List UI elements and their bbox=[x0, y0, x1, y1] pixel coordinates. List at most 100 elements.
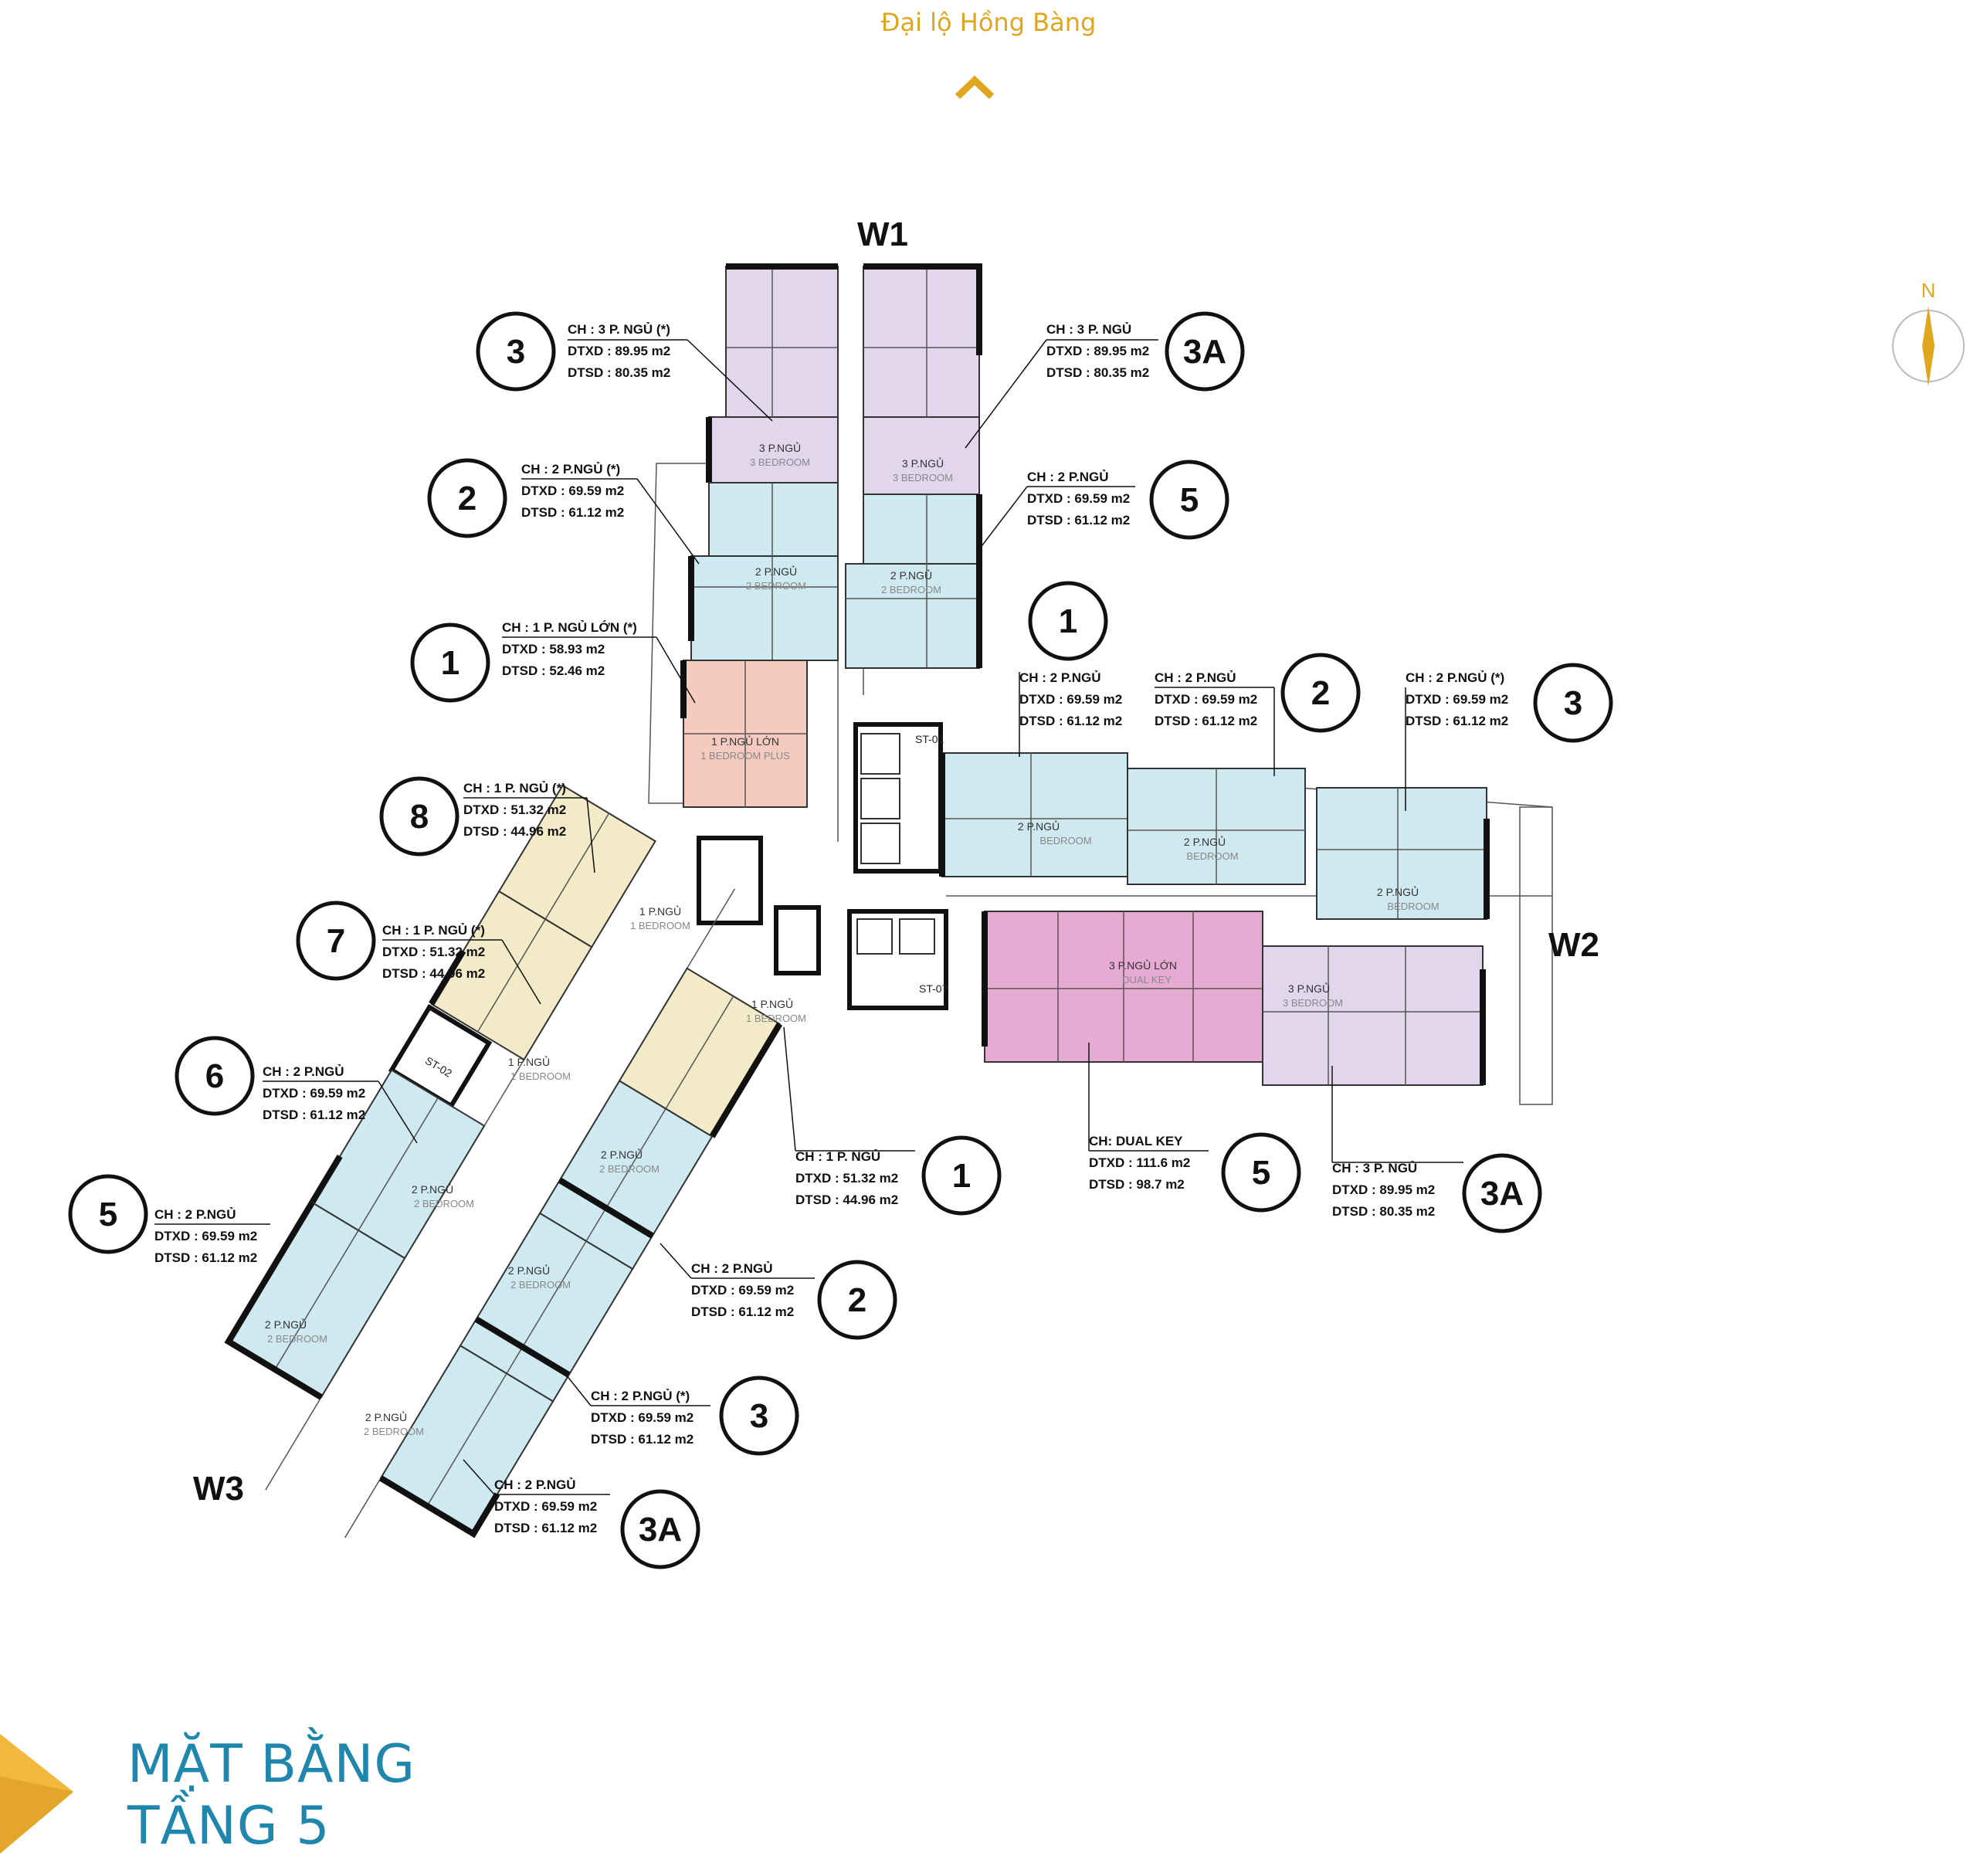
svg-text:DTSD : 61.12 m2: DTSD : 61.12 m2 bbox=[591, 1432, 693, 1447]
svg-text:2 BEDROOM: 2 BEDROOM bbox=[364, 1426, 424, 1437]
unit-w1-1[interactable] bbox=[680, 660, 808, 808]
title-line-2: TẦNG 5 bbox=[127, 1796, 331, 1857]
unit-w1-3a[interactable] bbox=[863, 263, 982, 495]
unit-w2-3a[interactable] bbox=[1262, 945, 1486, 1086]
svg-text:DTXD : 89.95 m2: DTXD : 89.95 m2 bbox=[1332, 1182, 1435, 1197]
svg-text:DTXD : 69.59 m2: DTXD : 69.59 m2 bbox=[521, 483, 624, 498]
svg-text:CH : 2 P.NGỦ: CH : 2 P.NGỦ bbox=[1019, 670, 1101, 685]
svg-text:2 P.NGỦ: 2 P.NGỦ bbox=[412, 1182, 453, 1196]
svg-text:DTSD : 52.46 m2: DTSD : 52.46 m2 bbox=[502, 663, 605, 678]
svg-text:DTXD : 51.32 m2: DTXD : 51.32 m2 bbox=[463, 802, 566, 817]
svg-text:3: 3 bbox=[507, 333, 525, 371]
svg-text:3A: 3A bbox=[1183, 333, 1226, 371]
svg-text:DTXD : 58.93 m2: DTXD : 58.93 m2 bbox=[502, 642, 605, 656]
core-p5-p6 bbox=[697, 836, 821, 975]
unit-w3-3a[interactable] bbox=[378, 1344, 554, 1538]
badge-w3-2: 2 bbox=[817, 1260, 897, 1340]
svg-text:CH: DUAL KEY: CH: DUAL KEY bbox=[1089, 1134, 1183, 1148]
unit-w2-5[interactable] bbox=[982, 911, 1263, 1063]
svg-text:DTXD : 69.59 m2: DTXD : 69.59 m2 bbox=[1155, 692, 1257, 707]
badge-w2-2: 2 bbox=[1280, 653, 1361, 733]
badge-w3-1: 1 bbox=[921, 1135, 1002, 1216]
svg-text:CH : 1 P. NGỦ: CH : 1 P. NGỦ bbox=[795, 1149, 880, 1164]
svg-text:2 P.NGỦ: 2 P.NGỦ bbox=[508, 1264, 550, 1277]
svg-text:2 BEDROOM: 2 BEDROOM bbox=[599, 1163, 660, 1175]
svg-text:DTSD : 44.96 m2: DTSD : 44.96 m2 bbox=[463, 824, 566, 839]
unit-w2-3[interactable] bbox=[1316, 787, 1490, 920]
svg-text:3 BEDROOM: 3 BEDROOM bbox=[750, 456, 810, 468]
core-st01-label: ST-01 bbox=[915, 733, 944, 745]
unit-info: CH : 3 P. NGỦ (*) DTXD : 89.95 m2 DTSD : 8… bbox=[154, 322, 1508, 1535]
unit-w1-2[interactable] bbox=[688, 482, 839, 661]
svg-text:CH : 2 P.NGỦ (*): CH : 2 P.NGỦ (*) bbox=[591, 1389, 690, 1403]
unit-badges: 3 3A 2 5 1 1 2 3 8 7 6 5 1 2 3 3A 5 3A bbox=[68, 311, 1613, 1569]
info-w1-1: CH : 1 P. NGỦ LỚN (*) DTXD : 58.93 m2 DTSD… bbox=[502, 620, 637, 678]
svg-text:3 P.NGỦ LỚN: 3 P.NGỦ LỚN bbox=[1109, 958, 1177, 972]
unit-w2-1[interactable] bbox=[939, 752, 1128, 877]
info-w2-1: CH : 2 P.NGỦ DTXD : 69.59 m2 DTSD : 61.12 … bbox=[1019, 670, 1122, 728]
svg-text:CH : 2 P.NGỦ (*): CH : 2 P.NGỦ (*) bbox=[1406, 670, 1504, 685]
core-st07: ST-07 bbox=[847, 909, 948, 1010]
svg-text:CH : 1 P. NGỦ LỚN (*): CH : 1 P. NGỦ LỚN (*) bbox=[502, 620, 637, 635]
badge-w1-3a: 3A bbox=[1165, 311, 1245, 392]
unit-w3-5[interactable] bbox=[224, 1200, 406, 1400]
svg-text:DTXD : 89.95 m2: DTXD : 89.95 m2 bbox=[568, 344, 670, 358]
compass-icon: N bbox=[1892, 279, 1965, 386]
svg-text:1: 1 bbox=[1059, 602, 1077, 640]
unit-w1-5[interactable] bbox=[845, 494, 982, 669]
svg-text:5: 5 bbox=[1180, 481, 1199, 519]
badge-w1-1: 1 bbox=[410, 623, 490, 703]
svg-text:2: 2 bbox=[848, 1281, 866, 1319]
svg-text:2 P.NGỦ: 2 P.NGỦ bbox=[1018, 819, 1060, 833]
svg-text:DTSD : 80.35 m2: DTSD : 80.35 m2 bbox=[568, 365, 670, 380]
svg-text:CH : 2 P.NGỦ: CH : 2 P.NGỦ bbox=[263, 1064, 344, 1079]
badge-w3-3a: 3A bbox=[620, 1489, 700, 1569]
svg-text:CH : 2 P.NGỦ: CH : 2 P.NGỦ bbox=[154, 1207, 236, 1222]
svg-text:1 BEDROOM: 1 BEDROOM bbox=[510, 1070, 571, 1082]
svg-text:DTSD : 61.12 m2: DTSD : 61.12 m2 bbox=[521, 505, 624, 520]
badge-w2-5: 5 bbox=[1221, 1132, 1301, 1213]
svg-text:DTSD : 80.35 m2: DTSD : 80.35 m2 bbox=[1332, 1204, 1435, 1219]
svg-text:DTXD : 69.59 m2: DTXD : 69.59 m2 bbox=[154, 1229, 257, 1243]
svg-text:5: 5 bbox=[99, 1196, 117, 1233]
svg-text:DTXD : 69.59 m2: DTXD : 69.59 m2 bbox=[1019, 692, 1122, 707]
svg-text:DTXD : 51.32 m2: DTXD : 51.32 m2 bbox=[382, 945, 485, 959]
svg-text:DTSD : 61.12 m2: DTSD : 61.12 m2 bbox=[1019, 714, 1122, 728]
svg-text:DTXD : 111.6 m2: DTXD : 111.6 m2 bbox=[1089, 1155, 1190, 1170]
svg-text:2 P.NGỦ: 2 P.NGỦ bbox=[365, 1410, 407, 1423]
svg-text:2: 2 bbox=[1311, 674, 1330, 712]
wing-w1-label: W1 bbox=[857, 215, 908, 253]
svg-text:DTSD : 61.12 m2: DTSD : 61.12 m2 bbox=[1155, 714, 1257, 728]
badge-w3-7: 7 bbox=[296, 901, 376, 981]
unit-w2-2[interactable] bbox=[1127, 768, 1306, 885]
info-w1-2: CH : 2 P.NGỦ (*) DTXD : 69.59 m2 DTSD : 61… bbox=[521, 462, 624, 520]
svg-text:3A: 3A bbox=[639, 1511, 682, 1549]
svg-text:CH : 2 P.NGỦ (*): CH : 2 P.NGỦ (*) bbox=[521, 462, 620, 477]
badge-w2-3a: 3A bbox=[1462, 1153, 1542, 1233]
unit-w3-7[interactable] bbox=[429, 890, 593, 1061]
svg-text:2 P.NGỦ: 2 P.NGỦ bbox=[601, 1148, 643, 1161]
svg-text:DTXD : 69.59 m2: DTXD : 69.59 m2 bbox=[691, 1283, 794, 1298]
unit-w3-2[interactable] bbox=[538, 1080, 714, 1270]
svg-text:2 BEDROOM: 2 BEDROOM bbox=[746, 580, 806, 592]
chevron-up-icon bbox=[955, 75, 995, 100]
svg-text:DTSD : 61.12 m2: DTSD : 61.12 m2 bbox=[494, 1521, 597, 1535]
badge-w3-3: 3 bbox=[719, 1376, 799, 1456]
svg-text:DTSD : 61.12 m2: DTSD : 61.12 m2 bbox=[691, 1304, 794, 1319]
svg-text:1 P.NGỦ LỚN: 1 P.NGỦ LỚN bbox=[711, 734, 779, 748]
svg-text:2 BEDROOM: 2 BEDROOM bbox=[267, 1333, 327, 1345]
svg-text:8: 8 bbox=[410, 798, 429, 836]
svg-text:CH : 3 P. NGỦ (*): CH : 3 P. NGỦ (*) bbox=[568, 322, 670, 337]
svg-text:DTXD : 69.59 m2: DTXD : 69.59 m2 bbox=[1027, 491, 1130, 506]
svg-text:DTSD : 61.12 m2: DTSD : 61.12 m2 bbox=[1027, 513, 1130, 528]
svg-text:DTXD : 89.95 m2: DTXD : 89.95 m2 bbox=[1046, 344, 1149, 358]
unit-w1-3[interactable] bbox=[706, 263, 839, 483]
svg-text:DTXD : 69.59 m2: DTXD : 69.59 m2 bbox=[1406, 692, 1508, 707]
svg-text:CH : 2 P.NGỦ: CH : 2 P.NGỦ bbox=[494, 1477, 576, 1492]
svg-text:DTSD : 98.7 m2: DTSD : 98.7 m2 bbox=[1089, 1177, 1185, 1192]
